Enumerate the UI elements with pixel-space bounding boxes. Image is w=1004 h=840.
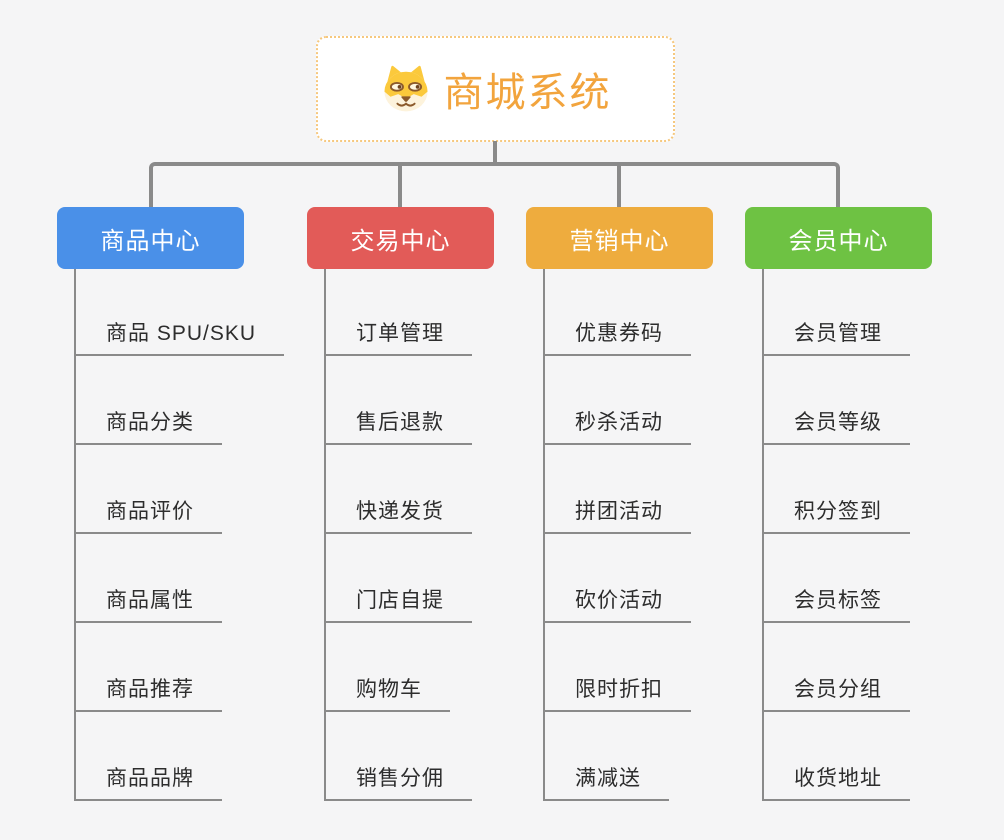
leaf-node[interactable]: 会员管理 — [762, 321, 910, 356]
root-node[interactable]: 商城系统 — [316, 36, 675, 142]
leaf-node[interactable]: 收货地址 — [762, 766, 910, 801]
leaf-node[interactable]: 售后退款 — [324, 410, 472, 445]
connector-root-stub — [493, 141, 497, 163]
leaf-node[interactable]: 商品 SPU/SKU — [74, 321, 285, 356]
dog-face-icon — [380, 64, 432, 114]
branch-spine — [324, 269, 326, 801]
leaf-node[interactable]: 购物车 — [324, 677, 450, 712]
leaf-node[interactable]: 积分签到 — [762, 499, 910, 534]
connector-drop-branch-2 — [398, 162, 402, 207]
leaf-node[interactable]: 商品属性 — [74, 588, 222, 623]
leaf-node[interactable]: 快递发货 — [324, 499, 472, 534]
connector-drop-branch-3 — [617, 162, 621, 207]
leaf-node[interactable]: 商品品牌 — [74, 766, 222, 801]
leaf-node[interactable]: 会员分组 — [762, 677, 910, 712]
root-title: 商城系统 — [443, 71, 612, 115]
leaf-node[interactable]: 限时折扣 — [543, 677, 691, 712]
leaf-node[interactable]: 会员标签 — [762, 588, 910, 623]
leaf-node[interactable]: 优惠券码 — [543, 321, 691, 356]
leaf-node[interactable]: 商品评价 — [74, 499, 222, 534]
leaf-node[interactable]: 会员等级 — [762, 410, 910, 445]
leaf-node[interactable]: 订单管理 — [324, 321, 472, 356]
leaf-node[interactable]: 拼团活动 — [543, 499, 691, 534]
connector-rail — [149, 162, 840, 207]
branch-spine — [74, 269, 76, 801]
leaf-node[interactable]: 商品分类 — [74, 410, 222, 445]
branch-node-members[interactable]: 会员中心 — [745, 207, 932, 269]
leaf-node[interactable]: 销售分佣 — [324, 766, 472, 801]
leaf-node[interactable]: 砍价活动 — [543, 588, 691, 623]
branch-node-products[interactable]: 商品中心 — [57, 207, 244, 269]
branch-node-trade[interactable]: 交易中心 — [307, 207, 494, 269]
leaf-node[interactable]: 门店自提 — [324, 588, 472, 623]
branch-spine — [543, 269, 545, 801]
leaf-node[interactable]: 商品推荐 — [74, 677, 222, 712]
branch-node-marketing[interactable]: 营销中心 — [526, 207, 713, 269]
leaf-node[interactable]: 满减送 — [543, 766, 669, 801]
branch-spine — [762, 269, 764, 801]
leaf-node[interactable]: 秒杀活动 — [543, 410, 691, 445]
